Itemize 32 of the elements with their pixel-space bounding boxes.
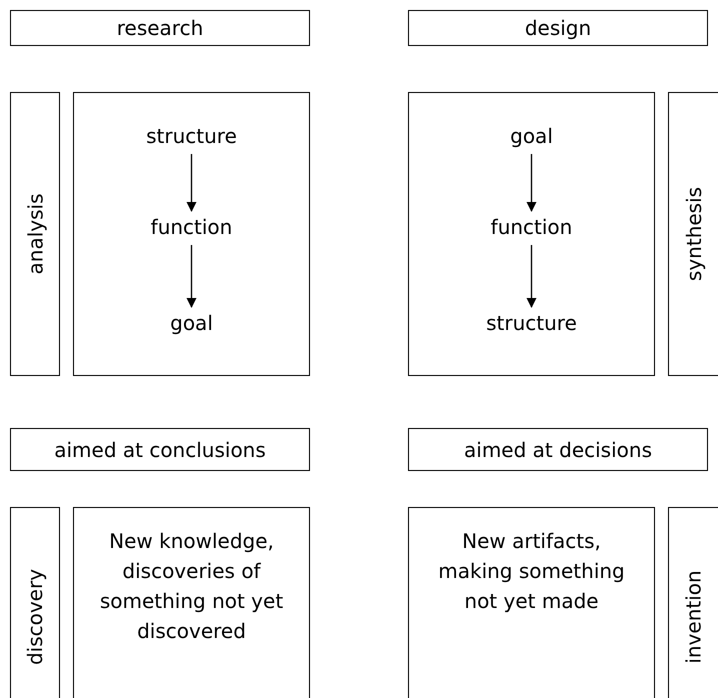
box-label: discovery <box>23 568 47 666</box>
text-box <box>73 507 310 698</box>
side-label-box <box>668 507 718 698</box>
box-label: analysis <box>23 194 47 274</box>
box-text: New knowledge, discoveries of something not yet discovered <box>98 528 284 645</box>
label-box <box>408 10 708 46</box>
node-label: function <box>490 215 572 239</box>
node-label: goal <box>510 124 553 148</box>
node-label: function <box>150 215 232 239</box>
box-label: aimed at conclusions <box>54 438 266 462</box>
side-label-box <box>668 92 718 376</box>
arrow <box>186 245 196 308</box>
side-label-box <box>10 92 60 376</box>
box-text: New artifacts, making something not yet made <box>437 528 626 615</box>
box-label: design <box>524 16 592 40</box>
text-box <box>408 507 655 698</box>
label-box <box>73 92 310 376</box>
arrow <box>526 245 536 308</box>
node-label: structure <box>486 311 577 335</box>
label-box <box>408 428 708 471</box>
node-label: structure <box>146 124 237 148</box>
node-label: goal <box>170 311 213 335</box>
arrow <box>526 154 536 212</box>
label-box <box>10 428 310 471</box>
box-label: synthesis <box>682 186 706 282</box>
label-box <box>10 10 310 46</box>
box-label: research <box>116 16 204 40</box>
box-label: invention <box>682 570 706 664</box>
arrow <box>186 154 196 212</box>
box-label: aimed at decisions <box>464 438 652 462</box>
label-box <box>408 92 655 376</box>
side-label-box <box>10 507 60 698</box>
